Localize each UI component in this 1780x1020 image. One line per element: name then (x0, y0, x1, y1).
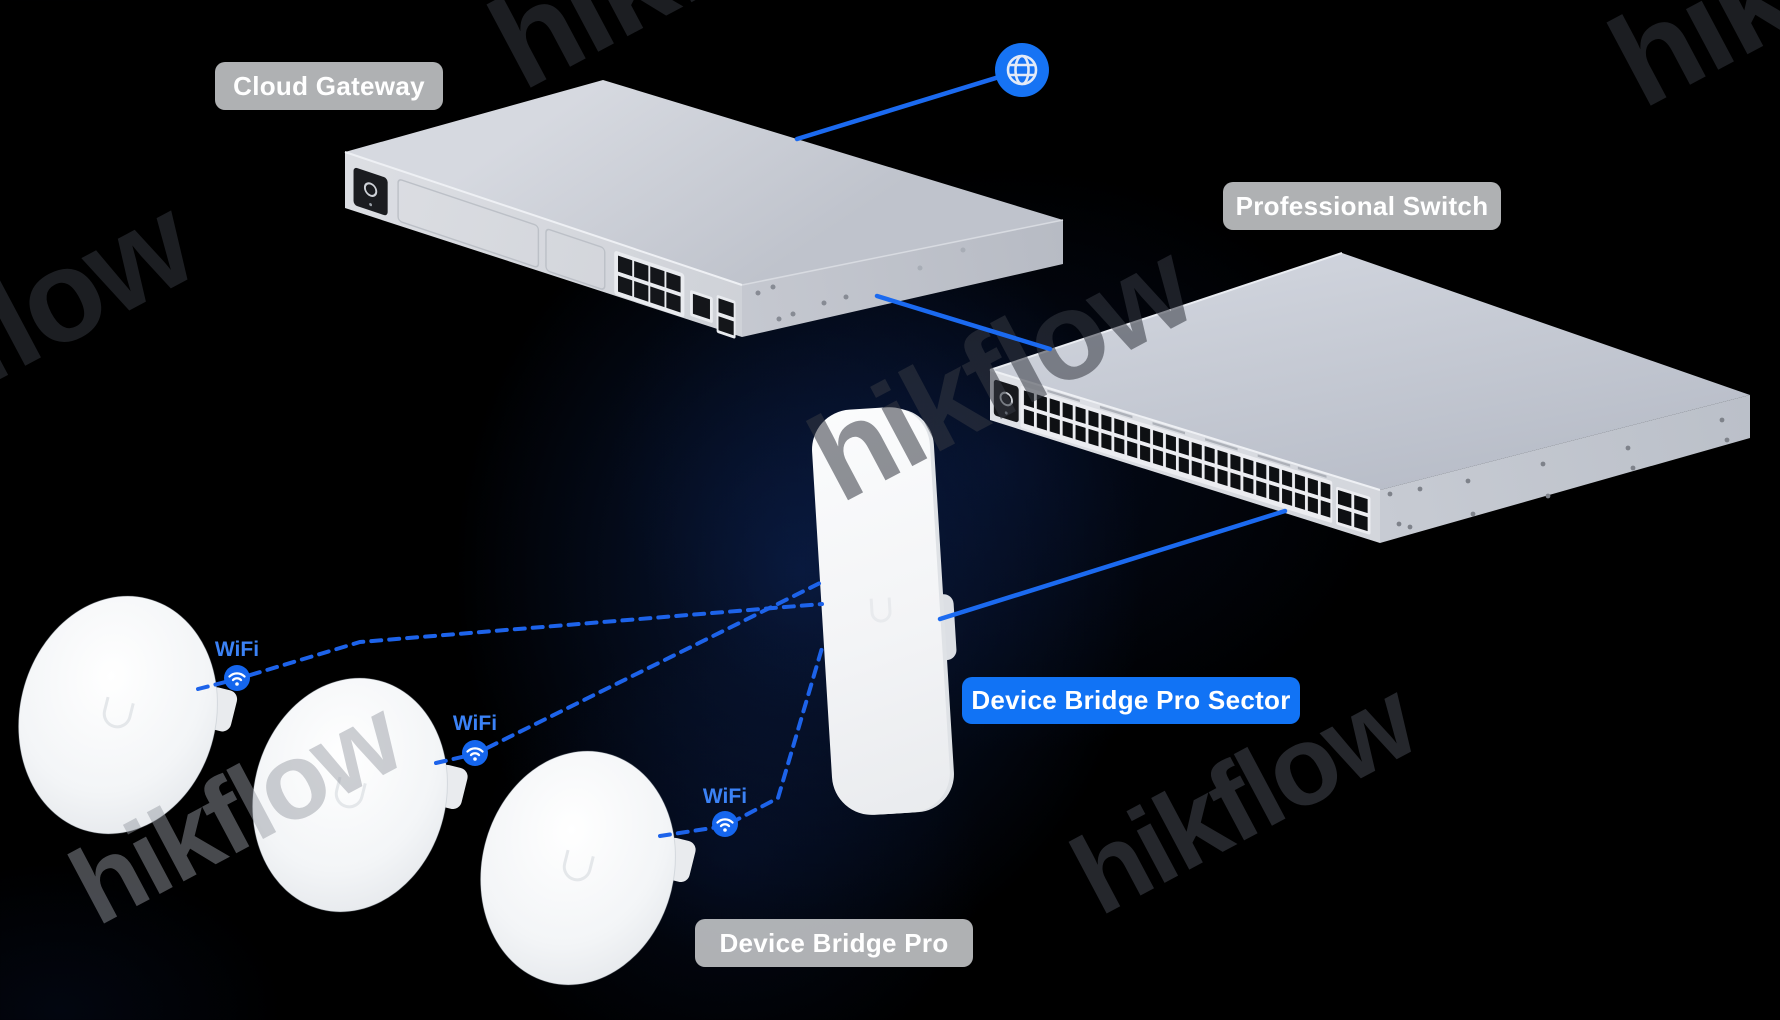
cloud-gateway-label: Cloud Gateway (215, 62, 443, 110)
device-bridge-pro-label: Device Bridge Pro (695, 919, 973, 967)
globe-icon (995, 43, 1049, 97)
u-logo (562, 849, 595, 882)
watermark-hikflow: hikflow (51, 675, 419, 948)
wifi-label-1: WiFi (214, 638, 260, 661)
switch-screws (1387, 417, 1730, 530)
gateway-display (353, 167, 388, 216)
gateway-screws (755, 284, 849, 322)
professional-switch-label: Professional Switch (1223, 182, 1501, 230)
wifi-link-1 (196, 602, 824, 691)
switch-to-sector-link (937, 508, 1288, 622)
switch-sfp-block (1336, 486, 1371, 535)
wifi-icon (712, 811, 738, 837)
watermark-hikflow: hikflow (788, 215, 1212, 529)
gateway-port-block (614, 251, 685, 318)
wifi-icon (462, 740, 488, 766)
internet-to-gateway-link (794, 67, 1025, 142)
u-logo (102, 696, 135, 729)
u-logo (869, 597, 892, 623)
device-bridge-pro-dish-3 (480, 750, 696, 986)
watermark-hikflow: hikflow (467, 0, 912, 117)
cloud-gateway-device (344, 80, 1064, 339)
wifi-label-3: WiFi (702, 785, 748, 808)
wifi-icon (224, 665, 250, 691)
wifi-label-2: WiFi (452, 712, 498, 735)
watermark-hikflow: hikflow (1587, 0, 1780, 135)
device-bridge-pro-sector-label: Device Bridge Pro Sector (962, 677, 1300, 724)
watermark-hikflow: hikflow (0, 168, 214, 498)
